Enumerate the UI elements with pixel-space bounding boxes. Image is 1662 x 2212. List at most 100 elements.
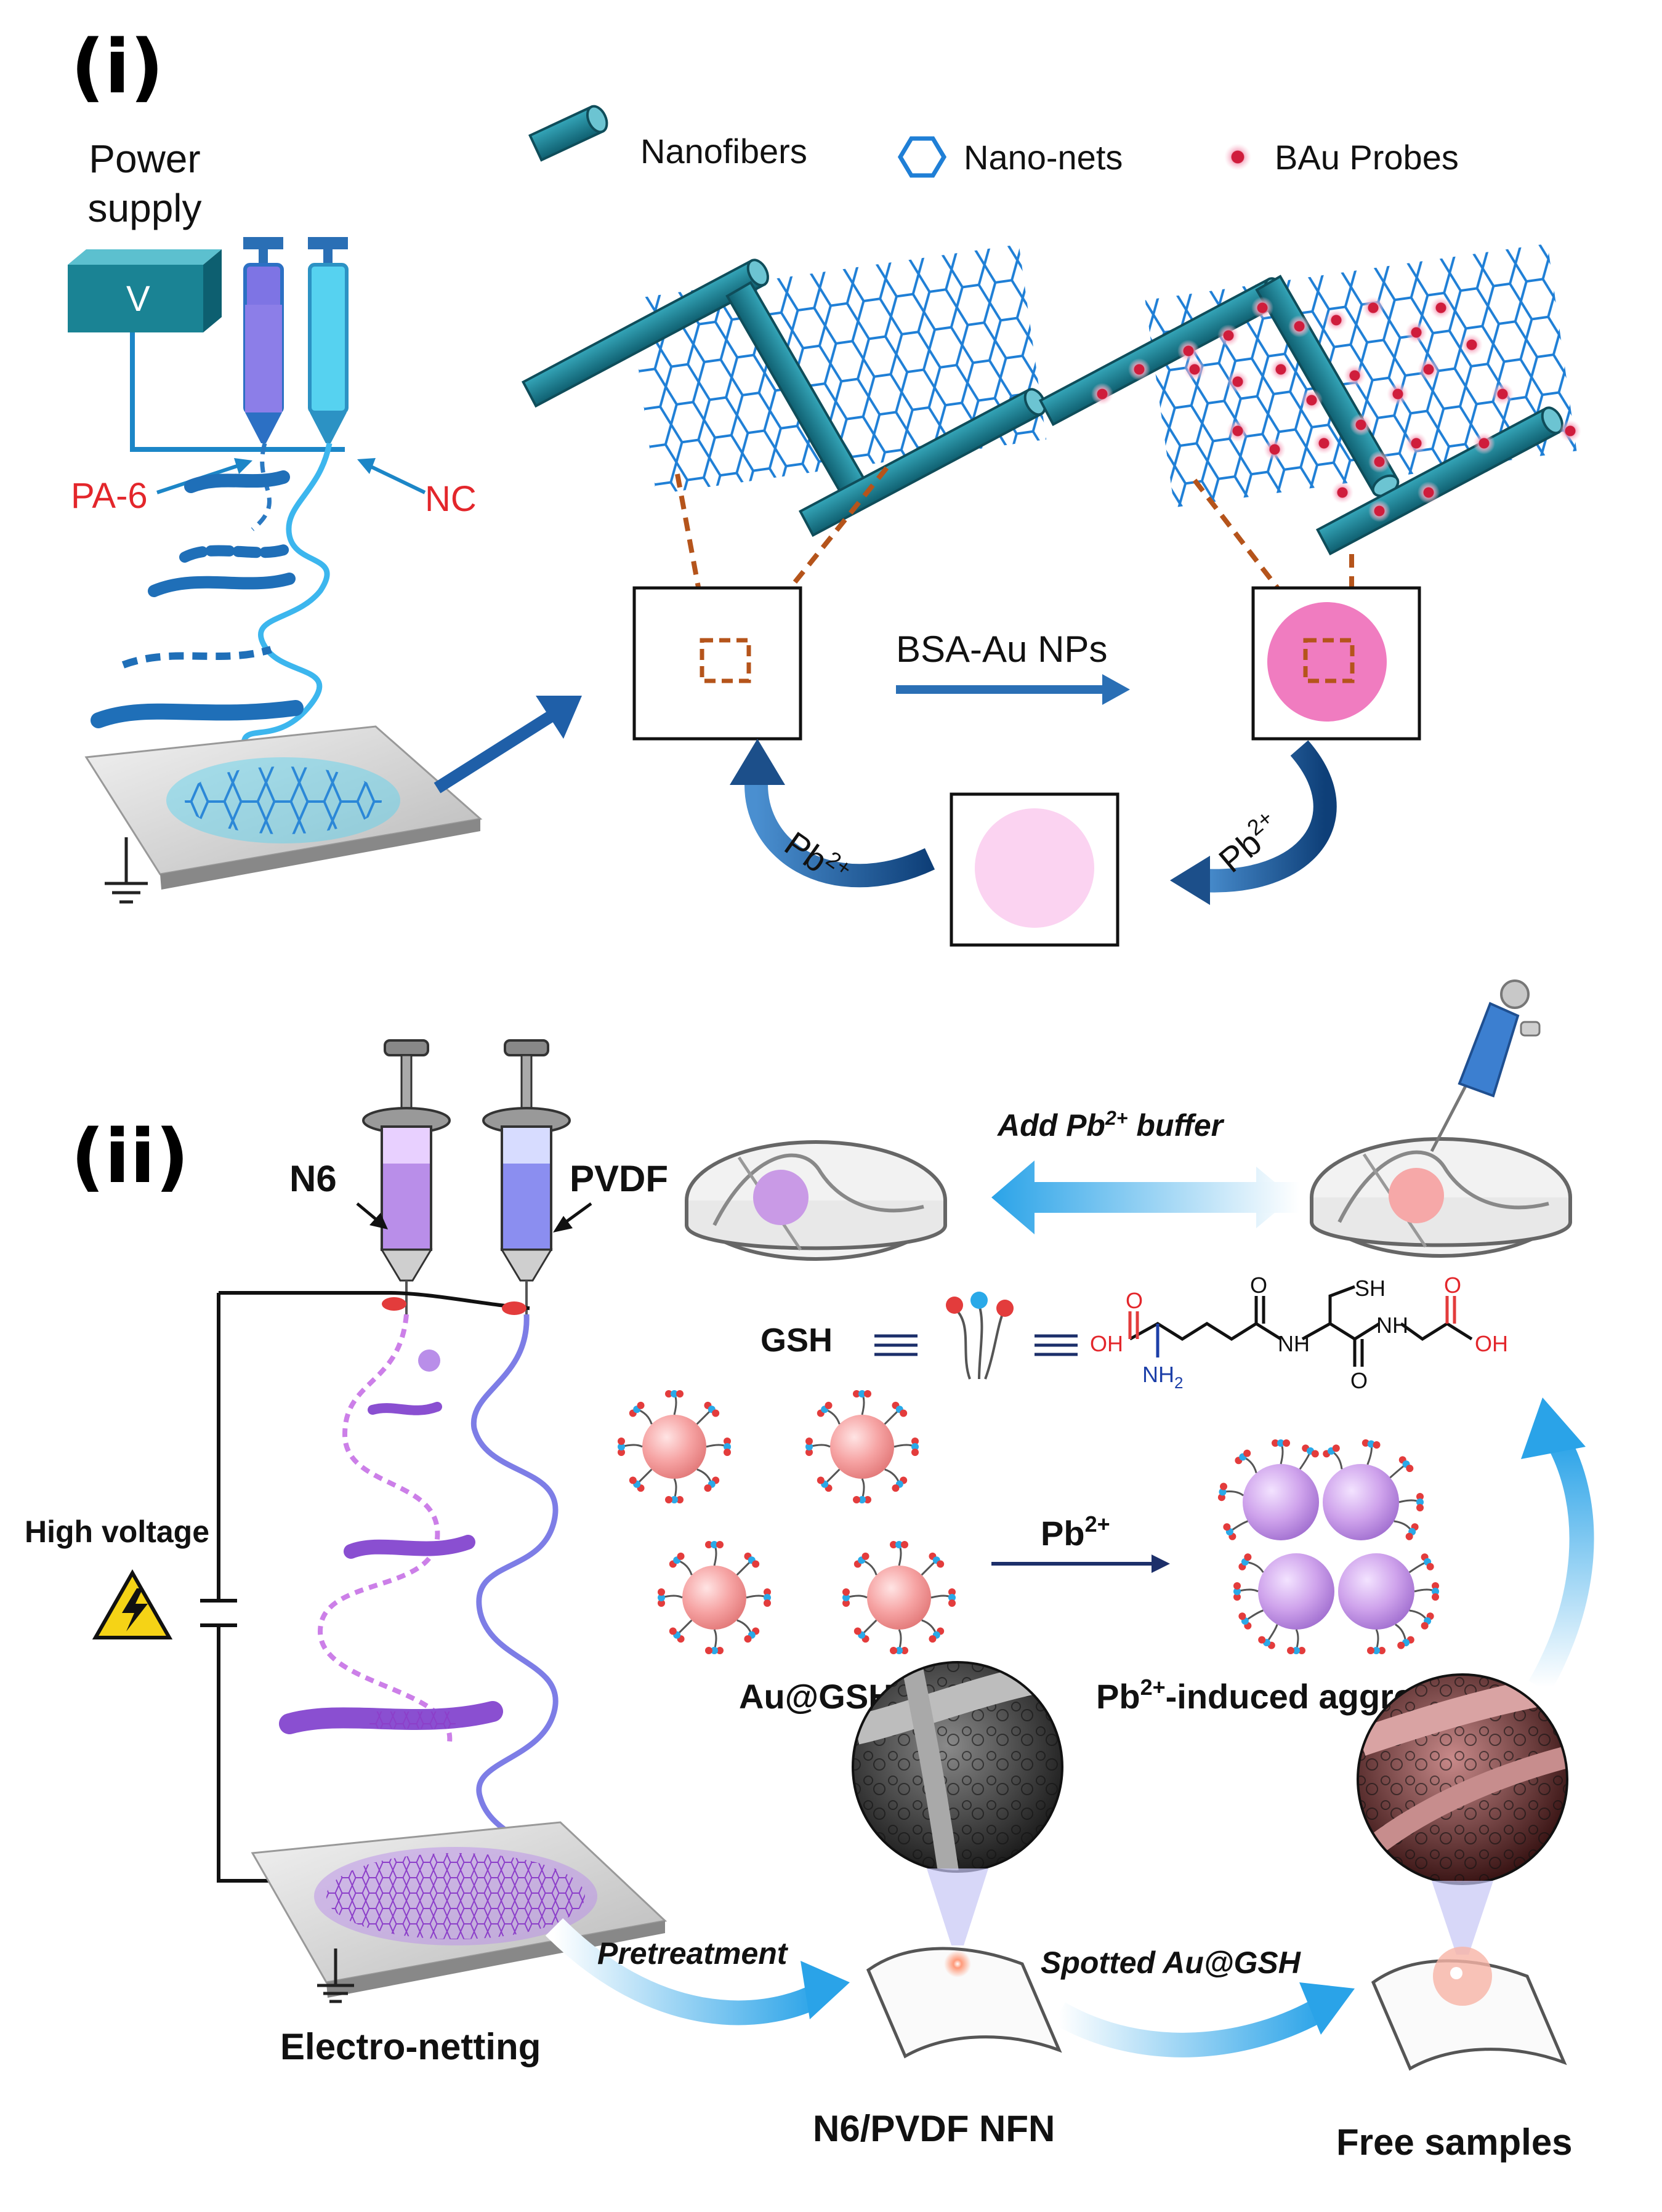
ligand-head [764,1599,771,1607]
legend-nanofibers: Nanofibers [528,105,807,171]
nanoparticle [830,1415,894,1479]
ligand-head [892,1484,900,1492]
nanofiber-net-zoom-right [1038,243,1581,556]
membrane-sample [1371,1947,1567,2071]
gsh-structure: OH O NH2 O NH SH NH O O OH [1090,1273,1508,1393]
ligand-head [669,1627,677,1635]
ligand-head [637,1401,645,1409]
ligand-head [676,1496,684,1503]
ligand-head [900,1409,908,1417]
nanoparticle [1243,1464,1319,1540]
ligand-head [665,1390,672,1398]
voltage-label: V [126,279,150,319]
ligand-head [1243,1449,1251,1457]
free-samples-label: Free samples [1336,2122,1573,2163]
panel-label-i: (i) [71,25,164,110]
syringe-n6 [362,1039,451,1314]
ligand-head [1293,1647,1300,1654]
sample-box-initial [632,586,802,741]
ligand-head [911,1438,919,1445]
nanoparticle [1258,1553,1334,1630]
ligand-head [1426,1562,1434,1571]
chem-o-top-right: O [1444,1273,1461,1298]
ligand-head [890,1647,897,1654]
ligand-head [1421,1622,1429,1630]
nanofiber-net-zoom-left [521,244,1047,537]
ligand-head [842,1588,850,1596]
ground-symbol-i [105,837,148,904]
curved-arrow-right: Pb2+ [1170,740,1337,905]
nanoparticle [682,1566,746,1630]
ligand-head [712,1409,720,1417]
curved-arrow-left: Pb2+ [730,739,935,888]
panel-label-ii: (ii) [71,1114,189,1200]
ligand-head [665,1496,672,1503]
circuit-wire-ii [200,1291,530,1883]
ligand-head [1298,1647,1305,1654]
membrane-nfn [866,1947,1062,2059]
sem-image-nfn [852,1661,1063,1945]
ligand-head [853,1496,860,1503]
ligand-head [853,1627,861,1635]
au-gsh-label: Au@GSH [739,1677,894,1716]
ligand-head [911,1443,919,1450]
ligand-head [1405,1532,1413,1540]
pipette-icon [1430,979,1541,1152]
nc-label: NC [425,479,477,519]
ligand-head [1272,1439,1279,1447]
ligand-head [805,1449,813,1456]
power-wire [130,332,333,452]
bsa-au-label: BSA-Au NPs [896,629,1107,670]
ligand-head [752,1560,760,1568]
ligand-head [890,1541,897,1548]
ligand-head [658,1594,665,1601]
collector-plate-ii [251,1821,668,1998]
electrode-clip-right [502,1301,526,1315]
ligand-head [705,1647,712,1654]
chem-oh-right: OH [1475,1331,1508,1356]
nanoparticle [867,1566,931,1630]
ligand-head [1373,1441,1381,1449]
ligand-head [805,1443,813,1450]
ligand-head [618,1438,625,1445]
ligand-head [1223,1523,1231,1531]
pretreatment-arrow: Pretreatment [545,1918,850,2025]
electrode-clip-left [382,1297,406,1311]
ligand-head [1277,1439,1285,1447]
power-supply-label-line1: Power [89,137,200,181]
arrow-bsa-au: BSA-Au NPs [896,629,1130,705]
ligand-head [948,1594,956,1601]
power-supply-label-line2: supply [88,186,202,230]
ligand-head [1432,1582,1439,1590]
ligand-head [1373,1647,1380,1654]
ligand-head [1283,1439,1290,1447]
nfn-label: N6/PVDF NFN [813,2108,1055,2149]
ligand-head [676,1390,684,1398]
ligand-head [1311,1450,1319,1458]
ligand-head [711,1647,718,1654]
ligand-head [724,1449,731,1456]
ligand-head [853,1390,860,1398]
ligand-head [1233,1582,1241,1590]
legend-nanofibers-label: Nanofibers [640,132,807,171]
chem-o-bottom: O [1350,1368,1368,1393]
legend-nanonets: Nano-nets [897,136,1123,178]
ligand-head [858,1496,866,1503]
high-voltage-label: High voltage [25,1514,209,1549]
ligand-head [895,1647,903,1654]
gsh-label: GSH [760,1322,833,1359]
chem-o-top-left: O [1126,1288,1143,1313]
petri-dish-right [1310,1137,1572,1258]
chem-oh-left: OH [1090,1331,1123,1356]
sample-box-probe [1251,586,1421,741]
ligand-head [744,1635,752,1643]
ligand-head [677,1552,685,1560]
ligand-head [671,1496,678,1503]
ligand-head [1397,1641,1405,1649]
ligand-head [1367,1440,1375,1448]
ligand-head [716,1647,724,1654]
ligand-head [937,1560,945,1568]
pb-arrow-label: Pb2+ [1041,1511,1110,1553]
syringe-nc [308,237,349,443]
